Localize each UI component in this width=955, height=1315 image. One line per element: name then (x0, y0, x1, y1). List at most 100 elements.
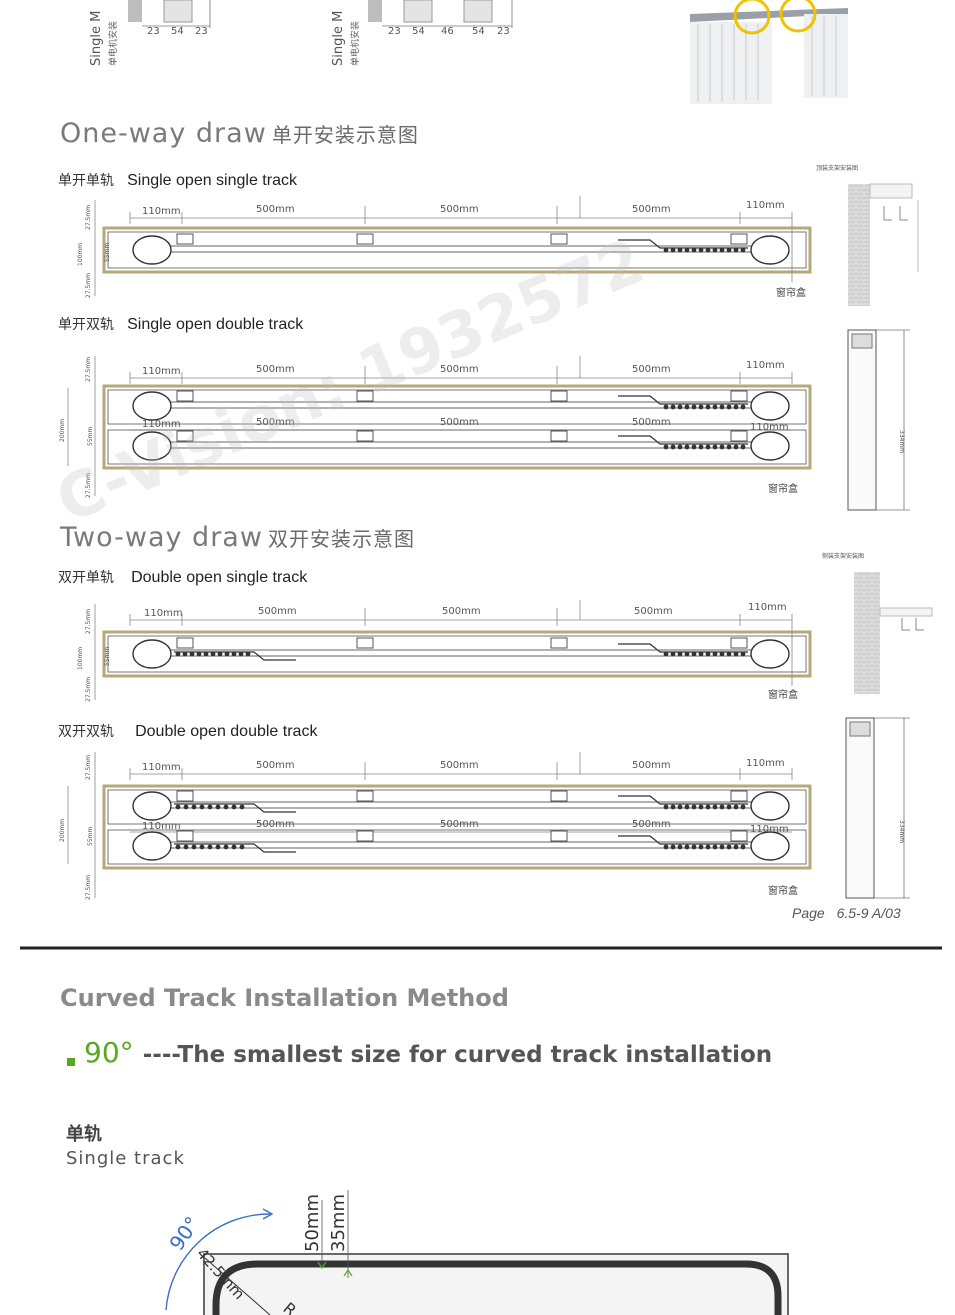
top-rotated-label: 单电机安装 (107, 21, 119, 66)
diagram-label-en: Single open double track (127, 316, 304, 333)
top-mid-diagram (368, 0, 513, 28)
diagram-label-3: 双开单轨 Double open single track (58, 567, 307, 587)
two-way-title-cn: 双开安装示意图 (268, 527, 416, 551)
dim-label: 500mm (632, 364, 671, 375)
bracket-caption: 顶装支架安装图 (816, 164, 858, 172)
curved-track-diagram (165, 1190, 789, 1315)
dim-label: 500mm (440, 204, 479, 215)
dim-label: 500mm (258, 606, 297, 617)
top-bracket-illustration (848, 183, 919, 306)
dim-label: 55mm (104, 243, 111, 262)
diagram-label-cn: 双开双轨 (58, 724, 114, 740)
dim-label: 110mm (748, 602, 787, 613)
dim-label: 500mm (632, 204, 671, 215)
dim-label: 500mm (442, 606, 481, 617)
dim-label: 334mm (898, 820, 905, 843)
dim-label: 500mm (256, 760, 295, 771)
dim-label: 27.5mm (85, 609, 92, 634)
single-track-en: Single track (66, 1148, 185, 1169)
diagram-label-en: Double open single track (131, 569, 308, 586)
two-way-title: Two-way draw 双开安装示意图 (60, 522, 415, 553)
diagram-single-open-single-track (94, 196, 812, 296)
dim-label: 23 (388, 26, 401, 37)
dim-label: 100mm (77, 647, 84, 670)
dim-label: 110mm (746, 758, 785, 769)
dim-label: 110mm (142, 821, 181, 832)
box-label: 窗帘盒 (768, 482, 798, 495)
diagram-label-cn: 双开单轨 (58, 570, 114, 586)
one-way-title-en: One-way draw (60, 118, 267, 149)
side-bracket-profile (845, 717, 910, 899)
page-reference: Page 6.5-9 A/03 (792, 905, 901, 921)
top-rotated-label: Single M (331, 11, 346, 66)
dim-label: 55mm (104, 647, 111, 666)
top-rotated-label: Single M (89, 11, 104, 66)
page-ref-label: Page (792, 905, 825, 921)
dim-label: 100mm (77, 243, 84, 266)
side-bracket-illustration (854, 572, 933, 694)
diagram-single-open-double-track (67, 356, 812, 496)
two-way-title-en: Two-way draw (60, 522, 263, 553)
dim-label: 500mm (632, 417, 671, 428)
single-track-label: 单轨 Single track (66, 1120, 185, 1169)
arc-degree-label: 90° (164, 1212, 204, 1255)
dim-label: 500mm (632, 760, 671, 771)
dim-label: 46 (441, 26, 454, 37)
bracket-caption: 侧装支架安装图 (822, 552, 864, 560)
dim-label: 110mm (142, 366, 181, 377)
dim-label: 50mm (302, 1194, 323, 1252)
box-label: 窗帘盒 (776, 286, 806, 299)
diagram-label-2: 单开双轨 Single open double track (58, 314, 303, 334)
dim-label: 55mm (87, 427, 94, 446)
top-bracket-profile (847, 329, 910, 511)
dim-label: 500mm (256, 204, 295, 215)
dim-label: 110mm (746, 200, 785, 211)
dim-label: 500mm (256, 417, 295, 428)
dim-label: 23 (497, 26, 510, 37)
diagram-label-en: Double open double track (135, 723, 318, 740)
dim-label: 110mm (746, 360, 785, 371)
dim-label: 110mm (750, 824, 789, 835)
dim-label: 27.5mm (85, 357, 92, 382)
top-rotated-label: 单电机安装 (349, 21, 361, 66)
dim-label: 110mm (142, 762, 181, 773)
green-bullet (67, 1058, 75, 1066)
diagram-double-open-double-track (67, 752, 812, 898)
dim-label: 110mm (144, 608, 183, 619)
curtain-illustration (690, 0, 848, 104)
dim-label: 500mm (634, 606, 673, 617)
dim-label: 500mm (440, 364, 479, 375)
dim-label: 500mm (256, 364, 295, 375)
diagram-double-open-single-track (94, 600, 812, 700)
dim-label: 55mm (87, 827, 94, 846)
dim-label: 27.5mm (85, 875, 92, 900)
box-label: 窗帘盒 (768, 688, 798, 701)
dim-label: 35mm (328, 1194, 349, 1252)
diagram-label-en: Single open single track (127, 172, 297, 189)
dim-label: 334mm (898, 430, 905, 453)
diagram-label-cn: 单开双轨 (58, 317, 114, 333)
dim-label: 500mm (440, 760, 479, 771)
dim-label: 110mm (142, 419, 181, 430)
dim-label: 27.5mm (85, 755, 92, 780)
page-ref-value: 6.5-9 A/03 (836, 905, 901, 921)
dim-label: 27.5mm (85, 205, 92, 230)
curved-heading: Curved Track Installation Method (60, 984, 509, 1012)
dim-label: 23 (147, 26, 160, 37)
dim-label: 500mm (440, 819, 479, 830)
single-track-cn: 单轨 (66, 1124, 102, 1145)
degree-value: 90° (84, 1036, 134, 1069)
top-left-diagram (128, 0, 211, 28)
dim-label: 500mm (256, 819, 295, 830)
dim-label: 54 (472, 26, 485, 37)
dim-label: 27.5mm (85, 473, 92, 498)
diagram-label-1: 单开单轨 Single open single track (58, 170, 297, 190)
dim-label: 200mm (59, 419, 66, 442)
degree-description: ----The smallest size for curved track i… (142, 1042, 773, 1068)
dim-label: 27.5mm (85, 273, 92, 298)
dim-label: 23 (195, 26, 208, 37)
diagram-label-cn: 单开单轨 (58, 173, 114, 189)
dim-label: 500mm (632, 819, 671, 830)
one-way-title: One-way draw 单开安装示意图 (60, 118, 419, 149)
